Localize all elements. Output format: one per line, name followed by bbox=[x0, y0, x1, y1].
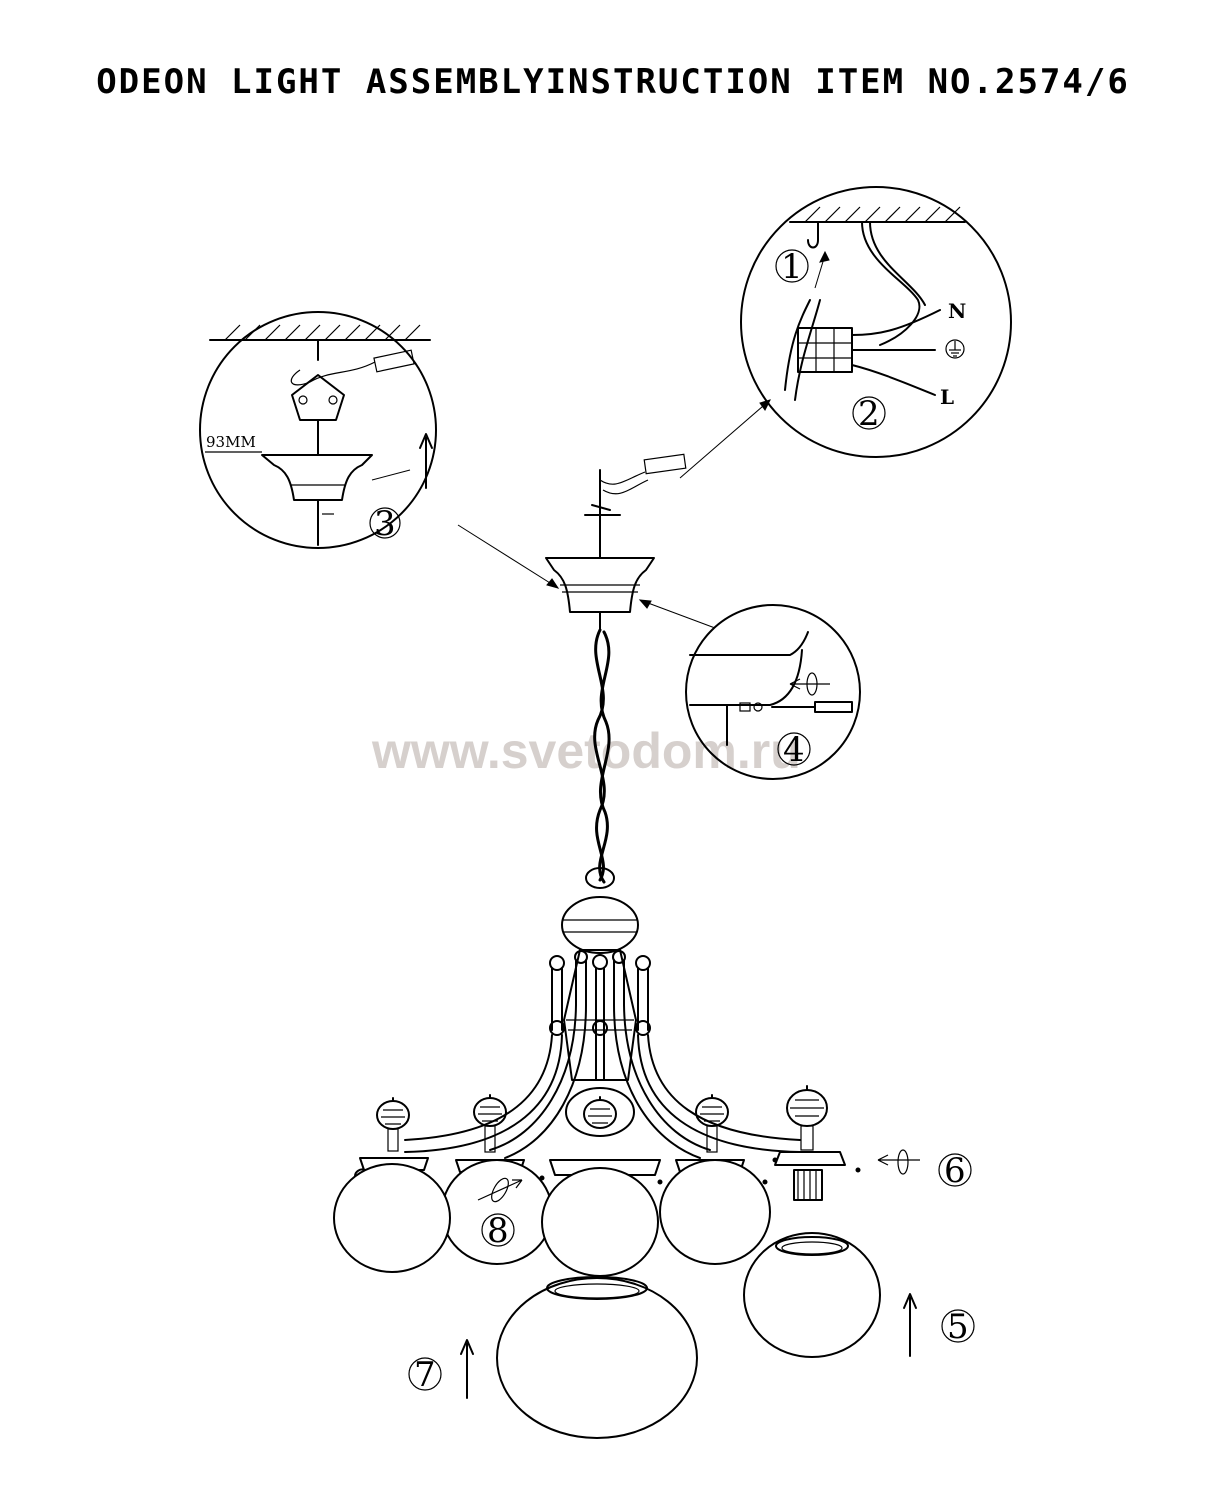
chain bbox=[593, 628, 611, 884]
step-4-label: 4 bbox=[783, 730, 805, 770]
rotate-arrow-icon bbox=[477, 1177, 523, 1203]
step-8-label: 8 bbox=[487, 1211, 509, 1251]
step-1-label: 1 bbox=[781, 247, 803, 287]
ceiling-hook-icon bbox=[807, 221, 819, 249]
page-title: ODEON LIGHT ASSEMBLYINSTRUCTION ITEM NO.… bbox=[96, 62, 1130, 102]
step-3-label: 3 bbox=[374, 504, 396, 544]
dimension-label: 93MM bbox=[206, 433, 256, 451]
chandelier-body bbox=[549, 867, 651, 1137]
chandelier-arms bbox=[404, 1004, 801, 1159]
step-6-label: 6 bbox=[944, 1151, 966, 1191]
earth-ground-icon bbox=[945, 339, 965, 359]
step-2-label: 2 bbox=[858, 394, 880, 434]
step-5-label: 5 bbox=[947, 1307, 969, 1347]
step-7-label: 7 bbox=[414, 1355, 436, 1395]
rotate-arrow-icon bbox=[877, 1149, 920, 1175]
live-label: L bbox=[940, 385, 954, 409]
detail-circle-canopy-mount: 93MM 3 bbox=[199, 311, 437, 549]
glass-globes-mounted bbox=[333, 1159, 771, 1277]
detail-circle-screw: 4 bbox=[685, 604, 861, 780]
neutral-label: N bbox=[948, 299, 966, 323]
screws bbox=[539, 1157, 861, 1185]
lamp-socket-icon bbox=[793, 1169, 823, 1201]
glass-globe-step-5 bbox=[743, 1232, 881, 1358]
ceiling-canopy bbox=[545, 557, 655, 631]
glass-globe-step-7 bbox=[496, 1276, 698, 1439]
finials bbox=[376, 1085, 828, 1153]
watermark: www.svetodom.ru bbox=[371, 723, 801, 779]
mounting-bracket bbox=[584, 453, 687, 559]
detail-circle-wiring: 1 N L 2 bbox=[740, 186, 1012, 458]
leader-line-wiring bbox=[679, 399, 771, 479]
